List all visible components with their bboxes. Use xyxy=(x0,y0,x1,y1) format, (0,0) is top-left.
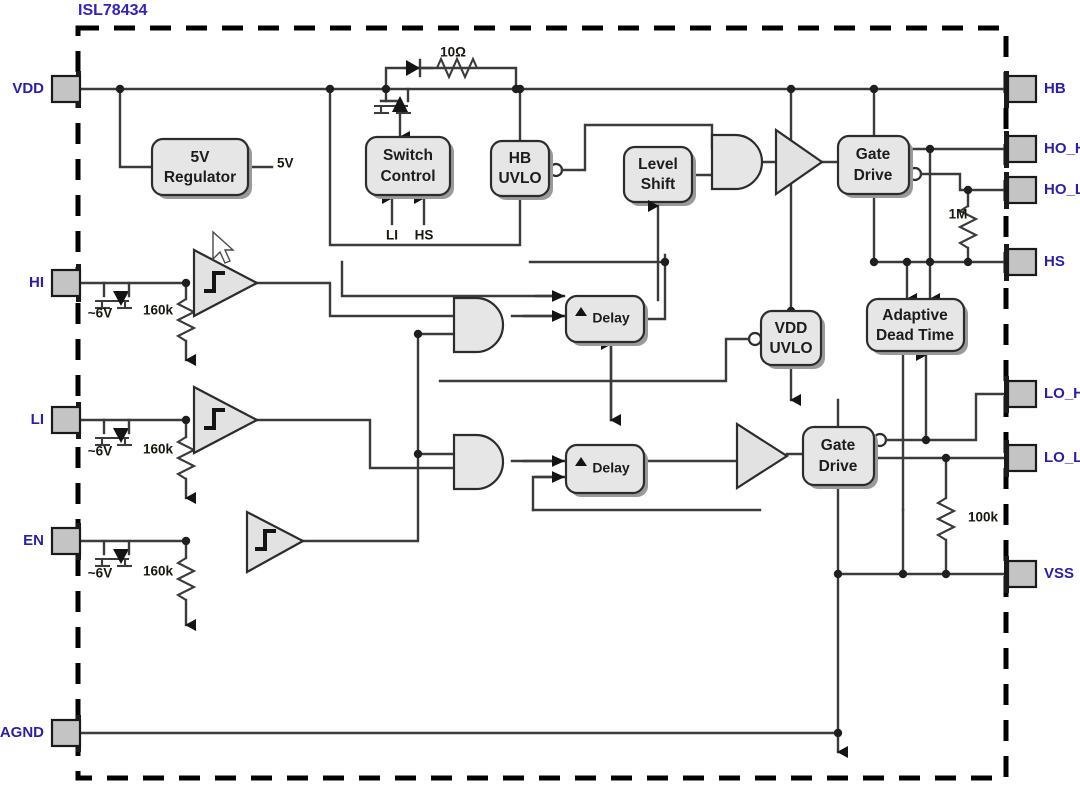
pin-hb[interactable]: HB xyxy=(1004,71,1066,108)
schmitt-trigger-li xyxy=(192,385,260,455)
annotation-en-pulldown: 160k xyxy=(143,564,174,579)
block-delay-low-label: Delay xyxy=(592,460,630,476)
block-delay-high-label: Delay xyxy=(592,310,630,326)
pin-li-label: LI xyxy=(31,411,44,428)
block-5v-regulator: 5V Regulator xyxy=(150,137,252,199)
buffer-amp-low xyxy=(735,421,790,491)
pin-li[interactable]: LI xyxy=(31,402,82,439)
block-gate-drive-low: Gate Drive xyxy=(801,425,878,489)
annotation-boot-resistor: 10Ω xyxy=(440,45,466,60)
pin-vdd[interactable]: VDD xyxy=(12,71,82,108)
pin-ho-l-label: HO_L xyxy=(1044,181,1080,198)
block-adaptive-dead-time: Adaptive Dead Time xyxy=(865,297,968,355)
block-vdd-uvlo-line2: UVLO xyxy=(769,340,812,357)
pin-vss-label: VSS xyxy=(1044,565,1074,582)
block-vdd-uvlo-line1: VDD xyxy=(775,320,808,337)
pin-ho-h-label: HO_H xyxy=(1044,140,1080,157)
block-switch-control-line1: Switch xyxy=(383,147,433,164)
block-vdd-uvlo: VDD UVLO xyxy=(759,309,825,369)
block-gate-drive-low-line1: Gate xyxy=(821,437,856,454)
pin-lo-h-label: LO_H xyxy=(1044,385,1080,402)
annotation-hs-pulldown: 1M xyxy=(949,207,968,222)
annotation-hi-pulldown: 160k xyxy=(143,303,174,318)
block-gate-drive-high-line1: Gate xyxy=(856,146,891,163)
block-level-shift: Level Shift xyxy=(622,145,696,206)
block-delay-high: Delay xyxy=(564,294,648,346)
pin-lo-l[interactable]: LO_L xyxy=(1004,440,1080,477)
block-dead-time-line2: Dead Time xyxy=(876,327,954,344)
block-gate-drive-high: Gate Drive xyxy=(836,134,913,198)
block-hb-uvlo: HB UVLO xyxy=(489,139,553,200)
block-hb-uvlo-line2: UVLO xyxy=(498,170,541,187)
block-level-shift-line2: Shift xyxy=(641,176,675,193)
schmitt-trigger-hi xyxy=(192,248,260,318)
pin-hs-label: HS xyxy=(1044,253,1065,270)
pin-lo-h[interactable]: LO_H xyxy=(1004,376,1080,413)
and-gate-high-side xyxy=(710,133,764,191)
pin-en-label: EN xyxy=(23,532,44,549)
pin-hs[interactable]: HS xyxy=(1004,244,1065,281)
block-dead-time-line1: Adaptive xyxy=(882,307,948,324)
block-level-shift-line1: Level xyxy=(638,156,678,173)
buffer-amp-high xyxy=(774,127,824,197)
pin-ho-l[interactable]: HO_L xyxy=(1004,172,1080,209)
pin-agnd-label: AGND xyxy=(0,724,44,741)
block-5v-regulator-line1: 5V xyxy=(191,149,211,166)
pin-vdd-label: VDD xyxy=(12,80,44,97)
pin-lo-l-label: LO_L xyxy=(1044,449,1080,466)
block-gate-drive-low-line2: Drive xyxy=(819,458,858,475)
block-gate-drive-high-line2: Drive xyxy=(854,167,893,184)
annotation-hi-clamp: ~6V xyxy=(88,306,112,321)
pin-en[interactable]: EN xyxy=(23,523,82,560)
block-switch-control-line2: Control xyxy=(380,168,435,185)
annotation-sw-in-hs: HS xyxy=(415,228,434,243)
annotation-lo-pulldown: 100k xyxy=(968,510,999,525)
block-5v-regulator-line2: Regulator xyxy=(164,169,236,186)
pin-ho-h[interactable]: HO_H xyxy=(1004,131,1080,168)
pin-vss[interactable]: VSS xyxy=(1004,556,1074,593)
block-delay-low: Delay xyxy=(564,443,648,497)
pin-hi-label: HI xyxy=(29,274,44,291)
annotation-li-clamp: ~6V xyxy=(88,444,112,459)
annotation-en-clamp: ~6V xyxy=(88,566,112,581)
annotation-sw-in-li: LI xyxy=(386,228,398,243)
schmitt-trigger-en xyxy=(245,510,306,574)
annotation-reg-out: 5V xyxy=(277,156,294,171)
block-switch-control: Switch Control xyxy=(364,135,454,199)
and-gate-hi-path xyxy=(452,296,505,354)
page-title: ISL78434 xyxy=(78,2,147,19)
annotation-li-pulldown: 160k xyxy=(143,442,174,457)
and-gate-li-path xyxy=(452,433,505,491)
pin-hi[interactable]: HI xyxy=(29,264,82,302)
wiring-layer xyxy=(76,56,1008,758)
pin-hb-label: HB xyxy=(1044,80,1066,97)
pin-agnd[interactable]: AGND xyxy=(0,715,82,752)
mouse-cursor xyxy=(212,230,235,264)
block-hb-uvlo-line1: HB xyxy=(509,150,531,167)
